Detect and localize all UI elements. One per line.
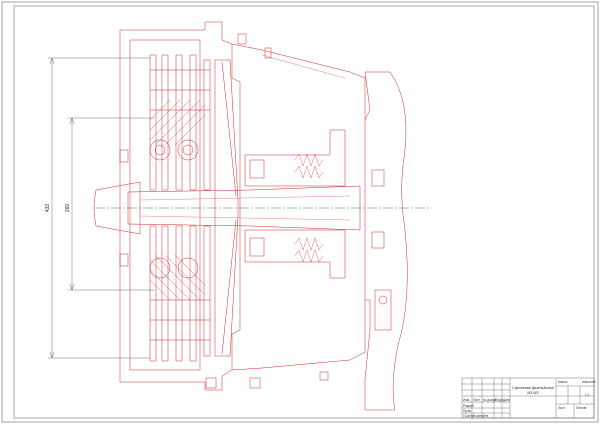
dimension-260-label: 260 <box>65 204 71 213</box>
damper-spring-3 <box>177 139 199 161</box>
bottom-bolt-1 <box>205 377 217 389</box>
friction-pack-upper <box>149 54 211 191</box>
flange-hole <box>378 295 388 305</box>
crank-bolt-lower <box>119 253 129 267</box>
row-label-3: № докум. <box>483 398 497 402</box>
title-block-title-line2: МЗ-6/3 <box>527 391 538 395</box>
dimension-432-label: 432 <box>45 204 51 213</box>
bearing-lower <box>249 237 265 257</box>
crankshaft-end <box>93 181 141 235</box>
diaphragm-line-upper <box>221 61 237 197</box>
damper-spring-5 <box>149 257 171 279</box>
diaphragm-line-lower <box>221 219 237 355</box>
row-label-2: Лист <box>473 398 480 402</box>
dimension-260 <box>68 117 155 291</box>
role-label-1: Разраб. <box>463 404 475 408</box>
bottom-bolt-3 <box>319 371 329 381</box>
damper-spring-4 <box>182 144 194 156</box>
release-housing-lower <box>244 229 346 279</box>
bell-housing <box>231 43 366 120</box>
flywheel-inner <box>129 39 201 371</box>
release-springs-upper <box>294 153 324 179</box>
title-block-scale-label: Масштаб <box>582 380 596 384</box>
release-housing-upper <box>244 129 346 187</box>
clutch-section-view <box>93 21 430 411</box>
hatch-upper <box>149 99 206 146</box>
bell-housing-lower <box>231 300 366 371</box>
gearbox-flange <box>364 71 408 411</box>
role-label-5: Утв. <box>483 414 489 418</box>
drawing-frame <box>13 5 595 419</box>
input-shaft <box>127 185 361 231</box>
dimension-432 <box>48 57 150 359</box>
crank-bolt-upper <box>119 149 129 163</box>
flange-bolt-lower <box>371 231 385 249</box>
title-block-row-labels: Изм. Лист № докум. Подп. Дата <box>463 398 510 402</box>
flange-bolt-upper <box>371 169 385 187</box>
role-label-3: Т.контр. <box>463 414 475 418</box>
title-block <box>461 377 595 419</box>
title-block-sheets-label: Листов <box>576 406 587 410</box>
title-block-title-line1: Сцепление ДизельКолоп <box>512 386 554 390</box>
flywheel-profile <box>119 21 241 391</box>
bottom-bolt-2 <box>249 377 261 389</box>
title-block-role-labels: Разраб. Пров. Т.контр. Н.контр. Утв. <box>463 404 489 418</box>
bearing-upper <box>249 159 265 179</box>
top-bolt-2 <box>264 47 272 59</box>
row-label-5: Дата <box>503 398 510 402</box>
row-label-1: Изм. <box>463 398 470 402</box>
role-label-2: Пров. <box>463 409 472 413</box>
flange-detail <box>374 289 392 331</box>
release-springs-lower <box>294 237 324 263</box>
top-bolt-1 <box>237 33 247 45</box>
role-label-4: Н.контр. <box>473 414 485 418</box>
damper-spring-2 <box>154 144 166 156</box>
title-block-mass-label: Масса <box>558 380 568 384</box>
damper-spring-1 <box>149 139 171 161</box>
title-block-scale-value: 1:1 <box>585 393 590 397</box>
damper-spring-6 <box>177 257 199 279</box>
pressure-plate <box>214 59 239 357</box>
row-label-4: Подп. <box>495 398 504 402</box>
friction-pack-lower <box>149 225 211 362</box>
title-block-sheet-label: Лист <box>558 406 565 410</box>
hatch-lower <box>149 254 206 301</box>
